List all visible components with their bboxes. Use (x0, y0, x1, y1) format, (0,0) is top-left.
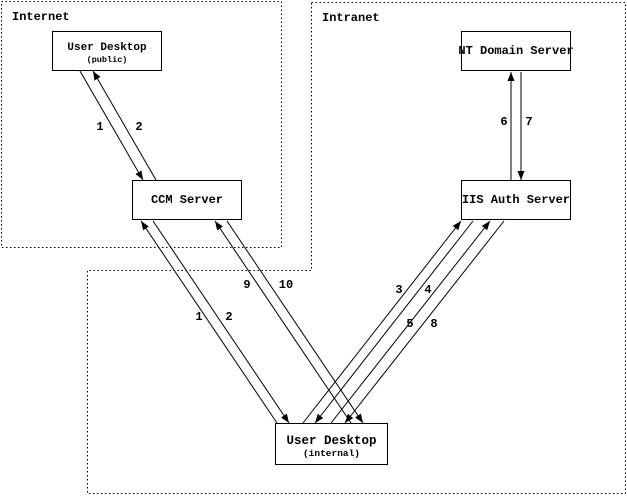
edge-line-2-ccm-to-internal-desktop (152, 220, 290, 424)
edge-label-7-nt-domain-to-iis: 7 (525, 115, 533, 129)
edge-line-3-internal-desktop-to-iis (302, 220, 462, 424)
edge-line-5-internal-desktop-to-iis (330, 220, 491, 424)
edge-line-8-iis-to-internal-desktop (344, 220, 505, 424)
node-title: User Desktop (286, 433, 377, 448)
edge-label-4-iis-to-internal-desktop: 4 (424, 283, 432, 297)
edge-line-1-internal-desktop-to-ccm (140, 220, 278, 424)
internet-zone-label: Internet (12, 10, 70, 24)
node-subtitle: (public) (86, 54, 128, 65)
edge-line-1-public-desktop-to-ccm (79, 70, 144, 181)
node-iis-auth-server: IIS Auth Server (461, 180, 571, 220)
intranet-zone-label: Intranet (322, 11, 380, 25)
edge-label-2-ccm-to-internal-desktop: 2 (225, 310, 233, 324)
edge-label-6-iis-to-nt-domain: 6 (500, 115, 508, 129)
edge-label-5-internal-desktop-to-iis: 5 (406, 317, 414, 331)
edge-label-3-internal-desktop-to-iis: 3 (395, 283, 403, 297)
node-subtitle: (internal) (302, 448, 360, 460)
node-title: CCM Server (150, 192, 223, 207)
node-nt-domain-server: NT Domain Server (458, 31, 574, 71)
internet-zone-border (1, 1, 282, 248)
edge-label-10-ccm-to-internal-desktop: 10 (278, 278, 294, 292)
intranet-zone-border (87, 2, 626, 494)
edge-line-4-iis-to-internal-desktop (314, 220, 474, 424)
node-ccm-server: CCM Server (132, 180, 242, 220)
edge-label-8-iis-to-internal-desktop: 8 (430, 317, 438, 331)
edge-label-9-internal-desktop-to-ccm: 9 (243, 278, 251, 292)
node-title: User Desktop (67, 42, 147, 55)
edge-line-2-ccm-to-public-desktop (92, 70, 157, 181)
node-title: IIS Auth Server (461, 192, 571, 207)
edge-line-9-internal-desktop-to-ccm (214, 220, 352, 424)
node-user-desktop-public: User Desktop (public) (52, 31, 162, 71)
node-user-desktop-internal: User Desktop (internal) (275, 423, 388, 465)
edge-label-1-internal-desktop-to-ccm: 1 (195, 310, 203, 324)
edge-line-10-ccm-to-internal-desktop (226, 220, 364, 424)
edge-label-1-public-desktop-to-ccm: 1 (96, 120, 104, 134)
node-title: NT Domain Server (458, 43, 574, 58)
edge-label-2-ccm-to-public-desktop: 2 (135, 120, 143, 134)
